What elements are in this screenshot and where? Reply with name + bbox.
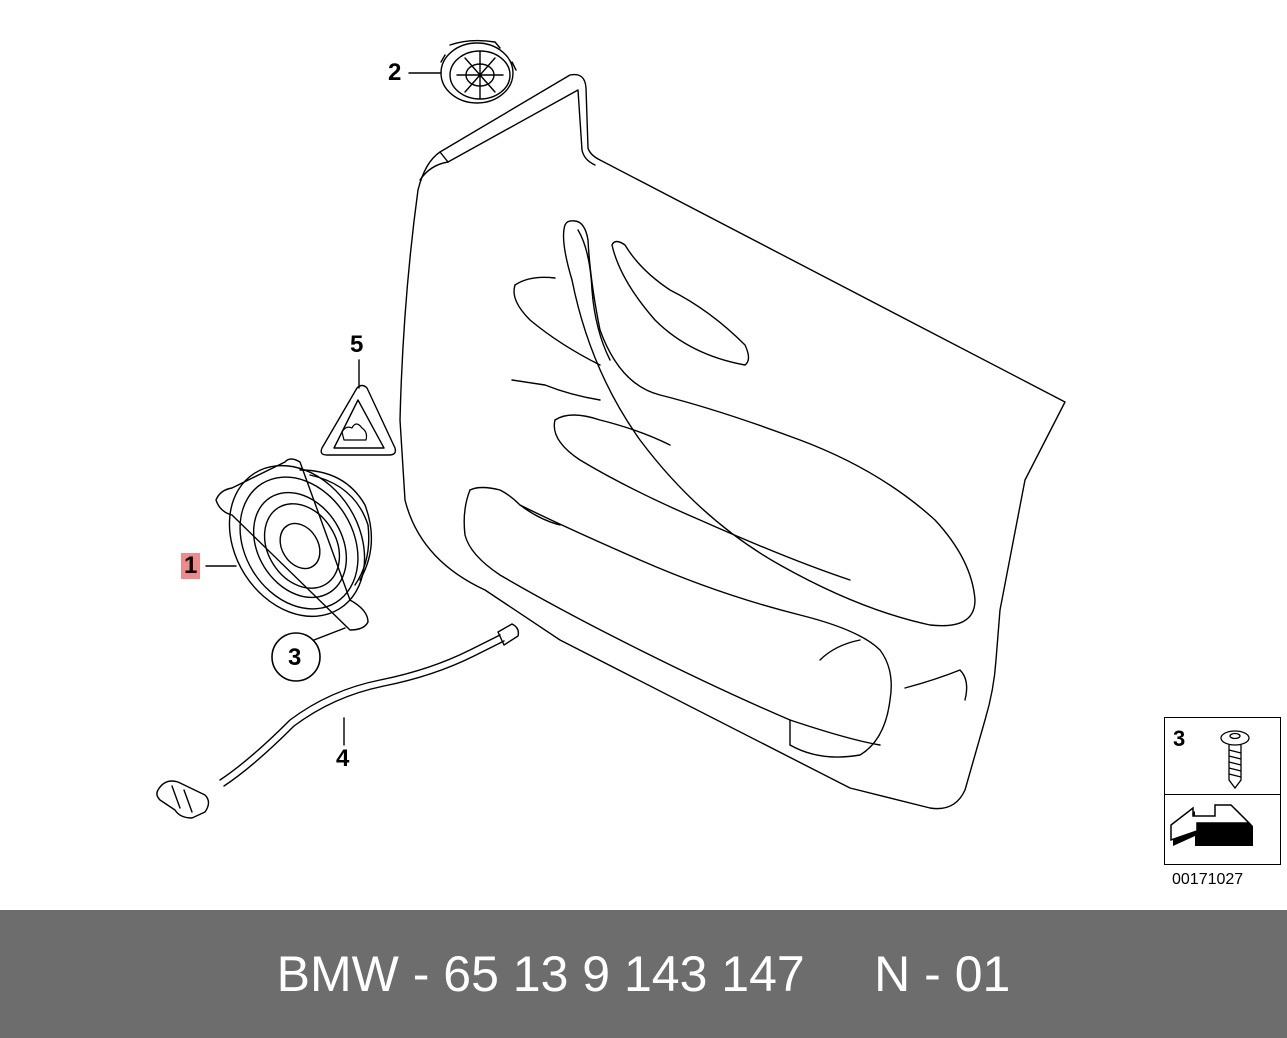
arrow-icon bbox=[1170, 804, 1253, 846]
legend-part-number: 3 bbox=[1173, 726, 1186, 751]
footer-bar: BMW - 65 13 9 143 147 N - 01 bbox=[0, 910, 1287, 1038]
warning-label bbox=[320, 384, 397, 456]
callout-1: 1 bbox=[181, 553, 201, 579]
door-pocket-outline bbox=[463, 486, 968, 758]
part-number-caption: BMW - 65 13 9 143 147 N - 01 bbox=[276, 946, 1011, 1002]
diagram-drawing bbox=[156, 39, 1066, 819]
legend-divider bbox=[1165, 794, 1280, 795]
screw-icon bbox=[1220, 730, 1250, 790]
leader-line-3a bbox=[313, 627, 346, 641]
callout-4: 4 bbox=[336, 745, 350, 772]
door-handle-outline bbox=[511, 220, 976, 627]
legend-box: 3 bbox=[1164, 717, 1281, 865]
parts-diagram: 2 5 1 3 4 3 00171027 bbox=[156, 39, 1281, 888]
callout-5: 5 bbox=[350, 331, 364, 358]
callout-3-circle bbox=[271, 632, 321, 682]
legend-drawing bbox=[1170, 730, 1253, 846]
cable bbox=[156, 623, 520, 819]
tweeter bbox=[440, 39, 517, 104]
door-panel-outline bbox=[399, 73, 1066, 810]
document-id: 00171027 bbox=[1172, 871, 1244, 888]
callout-3: 3 bbox=[288, 644, 302, 671]
speaker bbox=[215, 458, 373, 631]
callout-2: 2 bbox=[388, 59, 402, 86]
